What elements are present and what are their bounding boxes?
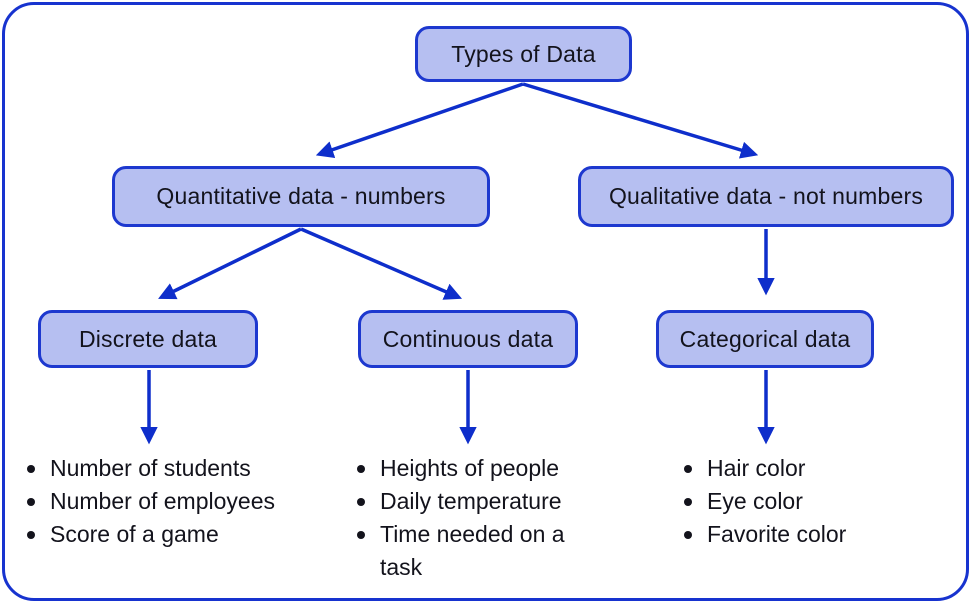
list-item: Time needed on a task <box>352 518 590 584</box>
list-item: Eye color <box>679 485 924 518</box>
categorical-data-box: Categorical data <box>656 310 874 368</box>
types-of-data-box: Types of Data <box>415 26 632 82</box>
continuous-examples-list: Heights of people Daily temperature Time… <box>352 452 590 584</box>
quantitative-data-label: Quantitative data - numbers <box>156 183 446 209</box>
types-of-data-label: Types of Data <box>451 40 596 67</box>
discrete-data-label: Discrete data <box>78 325 218 352</box>
categorical-examples-list: Hair color Eye color Favorite color <box>679 452 924 551</box>
list-item: Heights of people <box>352 452 590 485</box>
discrete-examples-list: Number of students Number of employees S… <box>22 452 307 551</box>
list-item: Number of students <box>22 452 307 485</box>
list-item: Score of a game <box>22 518 307 551</box>
qualitative-data-box: Qualitative data - not numbers <box>578 166 954 227</box>
list-item: Number of employees <box>22 485 307 518</box>
categorical-data-label: Categorical data <box>679 325 851 352</box>
list-item: Daily temperature <box>352 485 590 518</box>
list-item: Hair color <box>679 452 924 485</box>
continuous-data-box: Continuous data <box>358 310 578 368</box>
qualitative-data-label: Qualitative data - not numbers <box>608 183 924 209</box>
continuous-data-label: Continuous data <box>382 325 554 352</box>
discrete-data-box: Discrete data <box>38 310 258 368</box>
quantitative-data-box: Quantitative data - numbers <box>112 166 490 227</box>
list-item: Favorite color <box>679 518 924 551</box>
